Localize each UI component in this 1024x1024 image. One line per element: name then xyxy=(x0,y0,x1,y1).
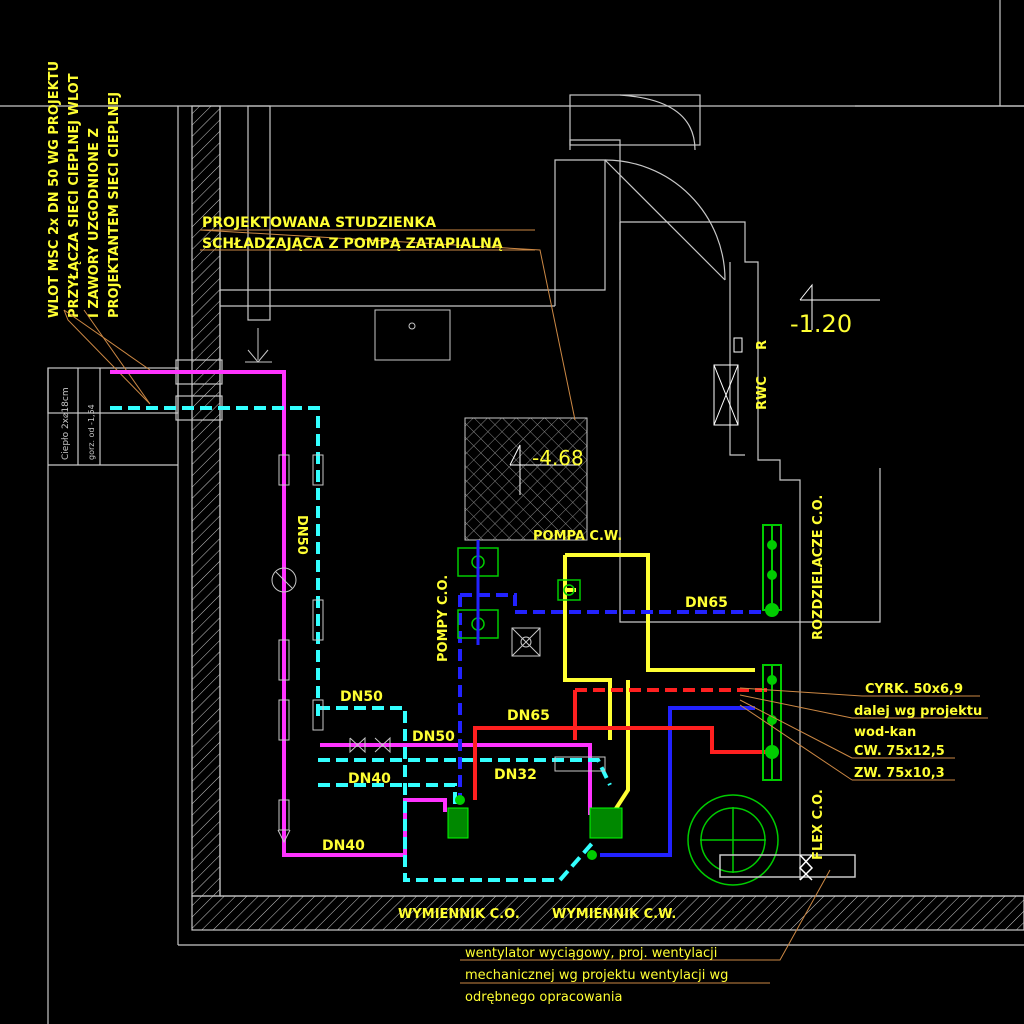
cyrk-label: CYRK. 50x6,9 xyxy=(865,682,963,697)
fan-note-1: wentylator wyciągowy, proj. wentylacji xyxy=(465,946,717,961)
rwc-label: RWC xyxy=(755,376,770,410)
sump-note-1: PROJEKTOWANA STUDZIENKA xyxy=(202,215,436,231)
rozdzielacze-label: ROZDZIELACZE C.O. xyxy=(811,495,826,640)
left-wall-hatch xyxy=(191,105,221,897)
column-stub xyxy=(247,105,271,321)
sump-note-2: SCHŁADZAJĄCA Z POMPĄ ZATAPIALNĄ xyxy=(202,236,503,252)
pipe-label-dn40-b: DN40 xyxy=(322,838,365,854)
blue-pipe xyxy=(458,593,770,800)
side-box-text-2: gorz. od -1,54 xyxy=(87,404,96,460)
bottom-wall-hatch xyxy=(191,895,1024,931)
manifold-green xyxy=(762,524,782,781)
pipe-label-dn40-a: DN40 xyxy=(348,771,391,787)
wodkan-label: wod-kan xyxy=(854,725,916,740)
pump-co-icons xyxy=(457,540,499,645)
fan-note-2: mechanicznej wg projektu wentylacji wg xyxy=(465,968,728,983)
pipe-label-dn50-b: DN50 xyxy=(412,729,455,745)
cw-label: CW. 75x12,5 xyxy=(854,744,945,759)
sump-leader xyxy=(199,229,576,421)
right-leaders xyxy=(739,687,988,781)
dalej-label: dalej wg projektu xyxy=(854,704,982,719)
inlet-note-1: WLOT MSC 2x DN 50 WG PROJEKTU xyxy=(47,61,62,318)
inlet-leader-a xyxy=(63,309,151,371)
pump-cw-icon xyxy=(557,579,581,601)
return-pipe-cyan xyxy=(110,406,612,882)
flex-label: FLEX C.O. xyxy=(811,789,826,860)
fan-note-3: odrębnego opracowania xyxy=(465,990,622,1005)
valve-cross-icon xyxy=(511,627,541,657)
fan-leader xyxy=(460,869,831,961)
hot-pipe-red xyxy=(473,726,770,800)
inlet-note-3: I ZAWORY UZGODNIONE Z xyxy=(87,128,102,318)
exchanger-cw-icon xyxy=(589,807,623,839)
blue-pipe-solid xyxy=(600,706,755,857)
elevation-sump-text: -4.68 xyxy=(532,446,584,470)
sump-pit xyxy=(464,417,588,541)
cold-water-pipe-yellow xyxy=(563,553,755,812)
exhaust-fan xyxy=(687,794,856,886)
valve-red-icon xyxy=(554,756,606,772)
pipe-label-dn50-vertical: DN50 xyxy=(294,515,309,555)
zw-label: ZW. 75x10,3 xyxy=(854,766,945,781)
elevation-top-text: -1.20 xyxy=(790,310,852,338)
pipe-label-dn65-top: DN65 xyxy=(685,595,728,611)
pompa-cw-label: POMPA C.W. xyxy=(533,529,622,544)
pompy-co-label: POMPY C.O. xyxy=(436,575,451,662)
elevation-marker-top xyxy=(799,283,880,330)
pipe-label-dn50-a: DN50 xyxy=(340,689,383,705)
floor-drain xyxy=(245,309,451,363)
rwc-fixture xyxy=(713,337,743,426)
inlet-note-2: PRZYŁĄCZA SIECI CIEPLNEJ WLOT xyxy=(67,73,82,318)
exchanger-co-icon xyxy=(447,807,469,839)
check-valve-magenta xyxy=(349,736,391,754)
pipe-label-dn65-mid: DN65 xyxy=(507,708,550,724)
side-box-text-1: Ciepło 2x⌀18cm xyxy=(61,387,71,460)
r-label: R xyxy=(755,340,770,350)
inlet-leader-b xyxy=(83,309,151,405)
meter-strings xyxy=(271,454,324,844)
inlet-note-4: PROJEKTANTEM SIECI CIEPLNEJ xyxy=(107,92,122,318)
pipe-label-dn32: DN32 xyxy=(494,767,537,783)
wymiennik-cw-label: WYMIENNIK C.W. xyxy=(552,907,676,922)
wymiennik-co-label: WYMIENNIK C.O. xyxy=(398,907,520,922)
